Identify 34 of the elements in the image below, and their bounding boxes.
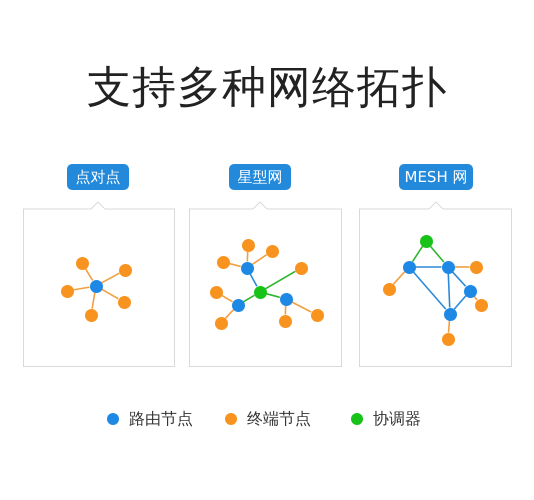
link-line <box>229 262 241 268</box>
link-line <box>265 270 296 290</box>
link-line <box>221 294 233 302</box>
link-line <box>101 272 120 284</box>
tab-label: 星型网 <box>229 164 291 190</box>
link-line <box>412 246 424 262</box>
link-line <box>454 266 470 268</box>
link-line <box>101 288 119 300</box>
link-line <box>473 296 478 300</box>
tab-label: 点对点 <box>67 164 129 190</box>
link-line <box>454 295 466 310</box>
link-line <box>392 271 406 285</box>
link-line <box>452 271 466 287</box>
link-line <box>91 292 96 309</box>
link-line <box>266 292 280 298</box>
legend-label: 路由节点 <box>129 409 193 429</box>
link-line <box>430 245 444 263</box>
link-line <box>291 301 312 313</box>
link-line <box>252 254 268 265</box>
link-line <box>249 273 258 287</box>
link-line <box>73 286 90 291</box>
link-line <box>284 305 286 315</box>
legend-label: 协调器 <box>373 409 421 429</box>
link-line <box>246 251 249 262</box>
link-line <box>412 271 446 310</box>
link-line <box>224 309 234 319</box>
link-line <box>447 273 451 308</box>
tab-label: MESH 网 <box>399 164 473 190</box>
link-line <box>84 268 94 281</box>
legend-label: 终端节点 <box>247 409 311 429</box>
link-line <box>416 266 442 268</box>
title: 支持多种网络拓扑 <box>86 61 448 115</box>
link-line <box>448 320 450 333</box>
link-line <box>243 294 255 302</box>
